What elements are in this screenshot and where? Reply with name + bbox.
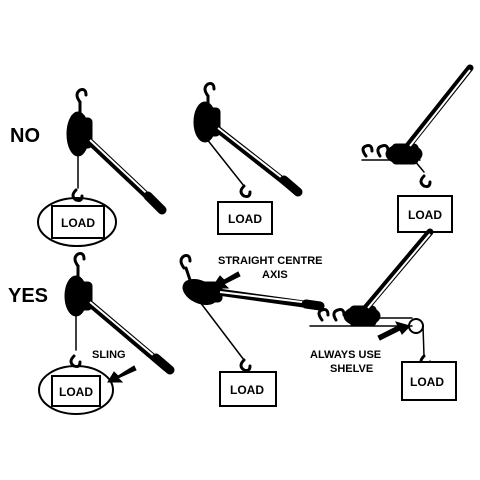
load-box bbox=[217, 201, 273, 235]
load-label: LOAD bbox=[61, 216, 95, 230]
load-label: LOAD bbox=[59, 385, 93, 399]
lever-hoist-icon bbox=[179, 254, 325, 361]
hook-icon bbox=[419, 174, 432, 188]
load-box bbox=[51, 375, 101, 407]
sling-loop bbox=[38, 365, 114, 415]
load-label: LOAD bbox=[410, 375, 444, 389]
hook-icon bbox=[239, 184, 252, 198]
yes-label: YES bbox=[8, 285, 48, 307]
load-box bbox=[401, 361, 457, 401]
always-use-shelve-label-line2: SHELVE bbox=[330, 363, 373, 375]
load-box bbox=[219, 371, 277, 407]
load-box bbox=[397, 195, 453, 233]
lever-hoist-icon bbox=[361, 64, 474, 173]
load-box bbox=[51, 205, 105, 239]
arrow-icon bbox=[377, 321, 411, 341]
panel-no-1: LOAD bbox=[37, 88, 167, 247]
hook-icon bbox=[239, 358, 252, 372]
lever-hoist-icon bbox=[317, 228, 434, 327]
panel-yes-2: STRAIGHT CENTRE AXIS LOAD bbox=[179, 254, 325, 407]
panel-yes-3: LOAD ALWAYS USE SHELVE bbox=[309, 228, 457, 401]
panel-no-3: LOAD bbox=[361, 64, 474, 233]
panel-no-2: LOAD bbox=[193, 82, 303, 235]
lever-hoist-icon bbox=[193, 82, 303, 197]
load-label: LOAD bbox=[408, 208, 442, 222]
hook-icon bbox=[69, 354, 82, 368]
highlight-oval bbox=[37, 197, 117, 247]
always-use-shelve-label-line1: ALWAYS USE bbox=[310, 349, 381, 361]
sling-label: SLING bbox=[92, 349, 126, 361]
lever-hoist-icon bbox=[64, 252, 175, 375]
load-label: LOAD bbox=[230, 383, 264, 397]
straight-centre-axis-label-line1: STRAIGHT CENTRE bbox=[218, 255, 323, 267]
straight-centre-axis-label-line2: AXIS bbox=[262, 269, 288, 281]
load-label: LOAD bbox=[228, 212, 262, 226]
panel-yes-1: LOAD SLING bbox=[38, 252, 175, 415]
lever-hoist-icon bbox=[66, 88, 167, 215]
no-label: NO bbox=[10, 125, 40, 147]
arrow-icon bbox=[107, 365, 137, 383]
